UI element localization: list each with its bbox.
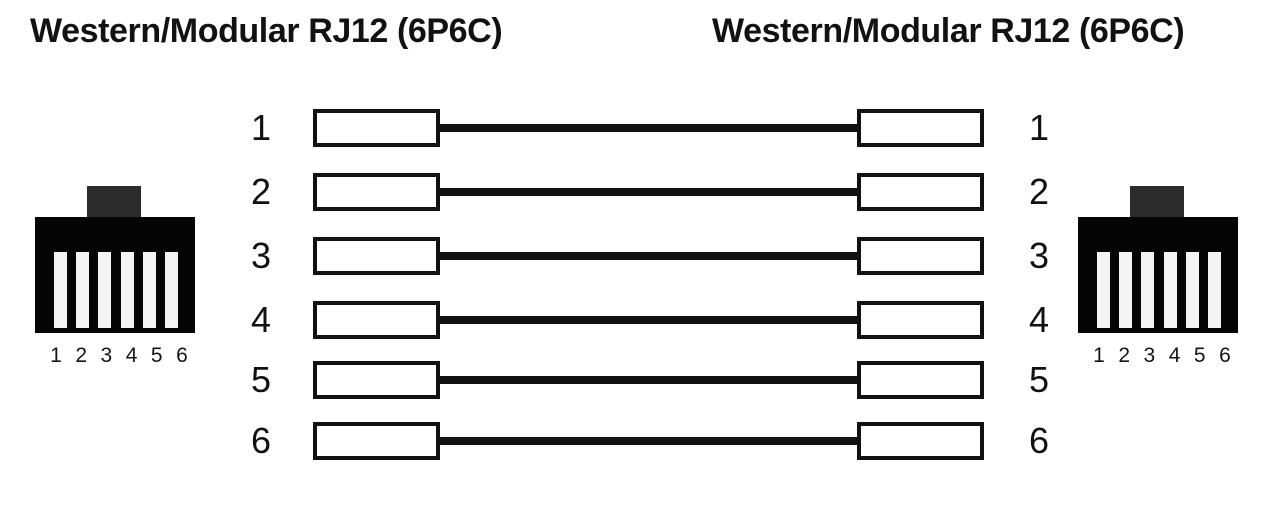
connector-pin-number: 5 <box>1193 344 1206 367</box>
right-terminal-block <box>857 109 984 147</box>
left-connector-pin-numbers: 1 2 3 4 5 6 <box>49 344 189 368</box>
connector-pin-number: 5 <box>150 344 163 367</box>
connector-pin-number: 6 <box>176 344 188 367</box>
right-terminal-block <box>857 237 984 275</box>
wire-connection-line <box>438 252 859 260</box>
right-terminal-block <box>857 301 984 339</box>
left-terminal-block <box>313 361 440 399</box>
right-connector-pin-numbers: 1 2 3 4 5 6 <box>1092 344 1232 368</box>
left-connector-illustration: 1 2 3 4 5 6 <box>35 186 205 386</box>
right-pin-label: 1 <box>1028 107 1050 148</box>
connector-pin-number: 1 <box>1093 344 1105 367</box>
connector-pin-contact <box>1097 252 1110 328</box>
connector-pin-number: 3 <box>100 344 113 367</box>
connector-latch-tab-icon <box>87 186 141 219</box>
right-pin-label: 6 <box>1028 420 1050 461</box>
right-pin-label: 4 <box>1028 299 1050 340</box>
right-terminal-block <box>857 361 984 399</box>
left-pin-label: 6 <box>250 420 272 461</box>
wire-row: 5 5 <box>0 348 1280 412</box>
right-terminal-block <box>857 173 984 211</box>
wire-row: 2 2 <box>0 160 1280 224</box>
right-connector-title: Western/Modular RJ12 (6P6C) <box>712 12 1185 50</box>
left-terminal-block <box>313 237 440 275</box>
connector-pin-contact <box>120 252 134 328</box>
right-connector-illustration: 1 2 3 4 5 6 <box>1078 186 1248 386</box>
left-terminal-block <box>313 301 440 339</box>
connector-pin-contact <box>1185 252 1199 328</box>
wire-connection-line <box>438 316 859 324</box>
right-terminal-block <box>857 422 984 460</box>
connector-pin-number: 1 <box>50 344 62 367</box>
wire-connection-line <box>438 376 859 384</box>
connector-pin-contact <box>54 252 67 328</box>
left-pin-label: 4 <box>250 299 272 340</box>
connector-pin-contacts <box>54 252 178 328</box>
left-pin-label: 5 <box>250 359 272 400</box>
connector-pin-number: 4 <box>125 344 138 367</box>
wire-row: 3 3 <box>0 224 1280 288</box>
connector-latch-tab-icon <box>1130 186 1184 219</box>
wire-row: 1 1 <box>0 96 1280 160</box>
wire-connection-line <box>438 437 859 445</box>
connector-pin-contact <box>142 252 156 328</box>
connector-pin-contacts <box>1097 252 1221 328</box>
wire-row: 6 6 <box>0 409 1280 473</box>
right-pin-label: 2 <box>1028 171 1050 212</box>
connector-pin-number: 2 <box>75 344 88 367</box>
connector-pin-number: 4 <box>1168 344 1181 367</box>
connector-pin-contact <box>1207 252 1221 328</box>
connector-pin-contact <box>1163 252 1177 328</box>
connector-pin-number: 3 <box>1143 344 1156 367</box>
left-terminal-block <box>313 422 440 460</box>
right-pin-label: 5 <box>1028 359 1050 400</box>
connector-pin-contact <box>164 252 178 328</box>
connector-pin-contact <box>76 252 90 328</box>
left-pin-label: 1 <box>250 107 272 148</box>
connector-pin-contact <box>98 252 112 328</box>
connector-pin-number: 6 <box>1219 344 1231 367</box>
left-pin-label: 3 <box>250 235 272 276</box>
left-pin-label: 2 <box>250 171 272 212</box>
wire-connection-line <box>438 124 859 132</box>
wire-connection-line <box>438 188 859 196</box>
left-terminal-block <box>313 173 440 211</box>
right-pin-label: 3 <box>1028 235 1050 276</box>
connector-pin-contact <box>1119 252 1133 328</box>
connector-pin-number: 2 <box>1118 344 1131 367</box>
left-terminal-block <box>313 109 440 147</box>
left-connector-title: Western/Modular RJ12 (6P6C) <box>30 12 503 50</box>
wire-row: 4 4 <box>0 288 1280 352</box>
connector-pin-contact <box>1141 252 1155 328</box>
